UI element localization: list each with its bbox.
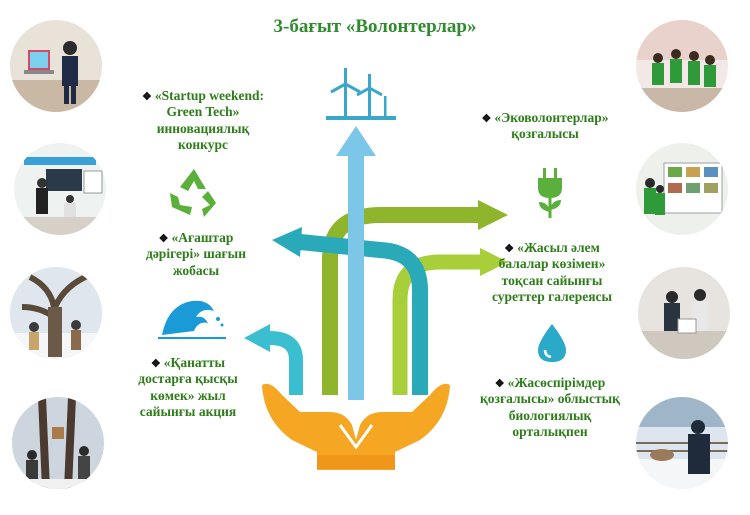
arrow-teal-left-lower-head — [244, 324, 270, 352]
wind-turbines-icon — [326, 68, 396, 120]
arrow-teal-left-upper — [299, 234, 428, 395]
item-line: тоқсан сайынғы — [501, 272, 603, 288]
arrow-olive-right — [322, 207, 480, 395]
arrow-teal-left-lower — [268, 331, 303, 395]
right-item-1: ❖«Эковолонтерлар» қозғалысы — [465, 110, 625, 143]
arrow-blue-up-shaft — [348, 150, 364, 400]
water-wave-icon — [158, 300, 226, 339]
page-title: 3-бағыт «Волонтерлар» — [273, 16, 477, 37]
item-line: «Қанатты — [163, 355, 226, 370]
arrow-lime-right-head — [480, 248, 508, 276]
item-line: көмек» жыл — [150, 387, 226, 403]
item-line: сайынғы акция — [139, 404, 237, 420]
left-item-1: ❖«Startup weekend: Green Tech» инновация… — [118, 88, 288, 154]
left-item-3: ❖«Қанатты достарға қысқы көмек» жыл сайы… — [118, 355, 258, 421]
item-line: Green Tech» — [166, 104, 240, 120]
arrow-blue-up-head — [336, 126, 376, 156]
photo-youth-movement — [638, 267, 730, 359]
photo-tree-doctor — [10, 267, 102, 359]
item-line: дәрігері» шағын — [145, 246, 246, 262]
photo-winter-animals — [636, 397, 728, 489]
item-line: орталықпен — [512, 424, 588, 440]
item-line: «Жасөспірімдер — [507, 375, 606, 390]
item-line: «Startup weekend: — [154, 88, 264, 103]
photo-startup-presentation — [10, 20, 102, 112]
hands-icon — [262, 383, 450, 470]
item-line: балалар көзімен» — [498, 256, 606, 272]
item-line: достарға қысқы — [138, 371, 238, 387]
item-line: жобасы — [172, 262, 220, 278]
item-line: «Эковолонтерлар» — [494, 110, 609, 125]
item-line: қозғалысы» облыстық — [480, 391, 620, 407]
item-line: инновациялық — [156, 120, 250, 136]
photo-eco-volunteers-group — [636, 20, 728, 112]
arrow-olive-right-head — [478, 200, 508, 230]
right-item-2: ❖«Жасыл әлем балалар көзімен» тоқсан сай… — [472, 240, 632, 306]
item-line: суреттер галереясы — [491, 289, 613, 305]
water-drop-icon — [538, 324, 566, 362]
item-line: биологиялық — [508, 407, 592, 423]
photo-classroom — [14, 143, 106, 235]
arrow-teal-left-upper-head — [272, 227, 302, 257]
eco-plug-icon — [538, 168, 562, 218]
item-line: «Жасыл әлем — [517, 240, 600, 255]
item-line: «Ағаштар — [171, 230, 234, 245]
right-item-3: ❖«Жасөспірімдер қозғалысы» облыстық биол… — [460, 375, 640, 441]
item-line: конкурс — [178, 137, 228, 153]
item-line: қозғалысы — [511, 126, 579, 142]
photo-gallery-exhibition — [636, 143, 728, 235]
left-item-2: ❖«Ағаштар дәрігері» шағын жобасы — [126, 230, 266, 279]
recycle-icon — [170, 169, 216, 217]
photo-bird-feeders — [12, 397, 104, 489]
